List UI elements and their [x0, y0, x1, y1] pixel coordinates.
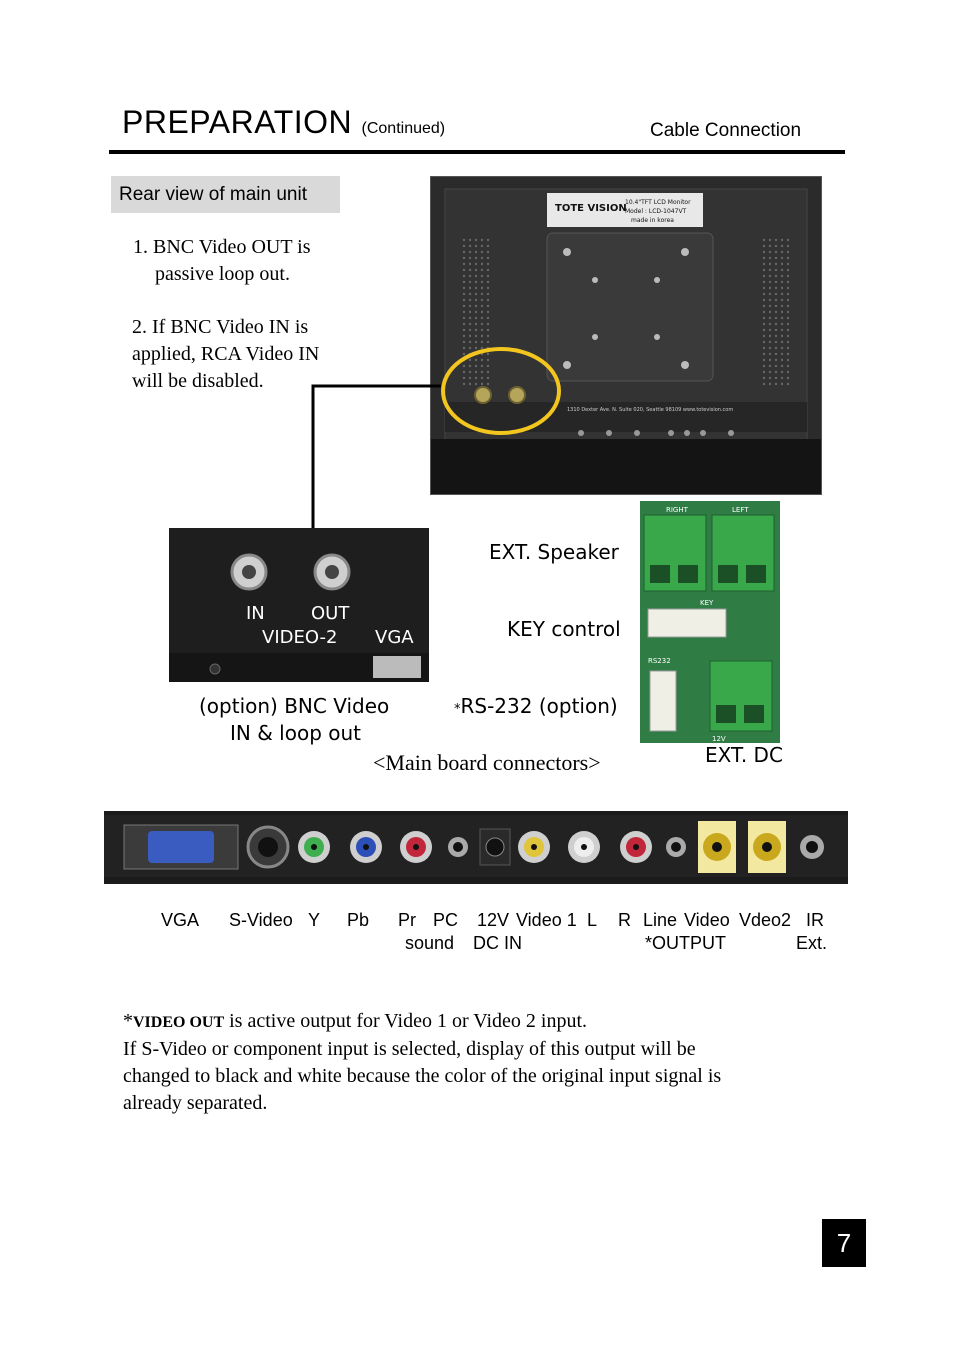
bnc-closeup-photo: IN OUT VIDEO-2 VGA	[169, 528, 429, 682]
note-1: 1. BNC Video OUT is passive loop out.	[133, 234, 311, 288]
panel-label-ir: IR	[806, 910, 824, 930]
panel-label-sound: sound	[405, 933, 455, 953]
connector-panel-photo	[104, 811, 848, 884]
bnc-illustration: IN OUT VIDEO-2 VGA	[169, 528, 429, 682]
panel-illustration	[104, 811, 848, 884]
panel-label-svideo: S-Video	[229, 910, 293, 930]
board-caption: <Main board connectors>	[373, 750, 601, 775]
board-illustration: RIGHT LEFT KEY RS232 12V	[640, 501, 780, 743]
board-12v-tag: 12V	[712, 735, 726, 743]
note-2-line-3: will be disabled.	[132, 370, 264, 392]
rear-view-illustration: TOTE VISION 10.4"TFT LCD Monitor Model :…	[431, 177, 821, 494]
panel-label-vdeo2: Vdeo2	[739, 910, 792, 930]
footnote-line-1: *VIDEO OUT is active output for Video 1 …	[123, 1008, 843, 1036]
ext-speaker-label: EXT. Speaker	[489, 540, 619, 564]
board-right-tag: RIGHT	[666, 506, 689, 514]
rs232-text: RS-232 (option)	[460, 694, 618, 718]
panel-label-video1: Video 1	[516, 910, 577, 930]
panel-label-12v: 12V	[477, 910, 510, 930]
note-1-line-1: 1. BNC Video OUT is	[133, 236, 311, 258]
rs232-asterisk: *	[454, 702, 461, 717]
bnc-vga-label: VGA	[375, 627, 414, 648]
footnote-line-1-rest: is active output for Video 1 or Video 2 …	[224, 1010, 588, 1032]
footnote-line-2: If S-Video or component input is selecte…	[123, 1038, 696, 1060]
plate-brand: TOTE VISION	[555, 203, 627, 214]
bnc-in-label: IN	[246, 603, 265, 624]
board-key-tag: KEY	[700, 599, 714, 607]
plate-model-2: Model : LCD-1047VT	[625, 208, 687, 215]
panel-label-video-out: Video	[684, 910, 730, 930]
rear-view-label: Rear view of main unit	[111, 176, 340, 213]
rear-view-photo: TOTE VISION 10.4"TFT LCD Monitor Model :…	[430, 176, 822, 495]
title-text: PREPARATION	[122, 104, 353, 140]
bnc-video2-label: VIDEO-2	[262, 627, 337, 648]
panel-label-l: L	[587, 910, 598, 930]
board-rs232-tag: RS232	[648, 657, 671, 665]
note-2-line-1: 2. If BNC Video IN is	[132, 316, 309, 338]
address-text: 1310 Dexter Ave. N. Suite 020, Seattle 9…	[567, 407, 733, 413]
title-subtitle: (Continued)	[361, 120, 446, 137]
bnc-out-label: OUT	[311, 603, 350, 624]
highlight-ring	[441, 347, 561, 435]
board-left-tag: LEFT	[732, 506, 749, 514]
note-2-line-2: applied, RCA Video IN	[132, 343, 320, 365]
panel-label-pc: PC	[433, 910, 459, 930]
bnc-caption-line-1: (option) BNC Video	[199, 694, 390, 718]
key-control-label: KEY control	[507, 617, 621, 641]
footnote-line-3: changed to black and white because the c…	[123, 1065, 722, 1087]
panel-label-dc-in: DC IN	[473, 933, 522, 953]
note-2: 2. If BNC Video IN is applied, RCA Video…	[132, 314, 319, 395]
panel-label-r: R	[618, 910, 631, 930]
page-title: PREPARATION (Continued)	[122, 104, 445, 141]
panel-label-line: Line	[643, 910, 678, 930]
note-1-line-2: passive loop out.	[155, 263, 290, 285]
footnote-bold: VIDEO OUT	[133, 1014, 225, 1031]
plate-model: 10.4"TFT LCD Monitor	[625, 199, 691, 206]
footnote-star: *	[123, 1010, 133, 1032]
plate-made: made in korea	[631, 217, 674, 224]
ext-dc-label: EXT. DC	[705, 743, 783, 767]
panel-label-y: Y	[308, 910, 321, 930]
panel-label-vga: VGA	[161, 910, 200, 930]
bnc-caption-line-2: IN & loop out	[230, 721, 362, 745]
footnote-line-4: already separated.	[123, 1092, 268, 1114]
section-label: Cable Connection	[650, 120, 802, 141]
panel-label-output: *OUTPUT	[645, 933, 726, 953]
page-number: 7	[822, 1219, 866, 1267]
header-rule	[109, 150, 845, 154]
panel-label-ext: Ext.	[796, 933, 828, 953]
footnote: *VIDEO OUT is active output for Video 1 …	[123, 1008, 843, 1117]
panel-label-pb: Pb	[347, 910, 370, 930]
rs232-label: *RS-232 (option)	[454, 694, 618, 718]
panel-label-pr: Pr	[398, 910, 416, 930]
main-board-photo: RIGHT LEFT KEY RS232 12V	[640, 501, 780, 743]
